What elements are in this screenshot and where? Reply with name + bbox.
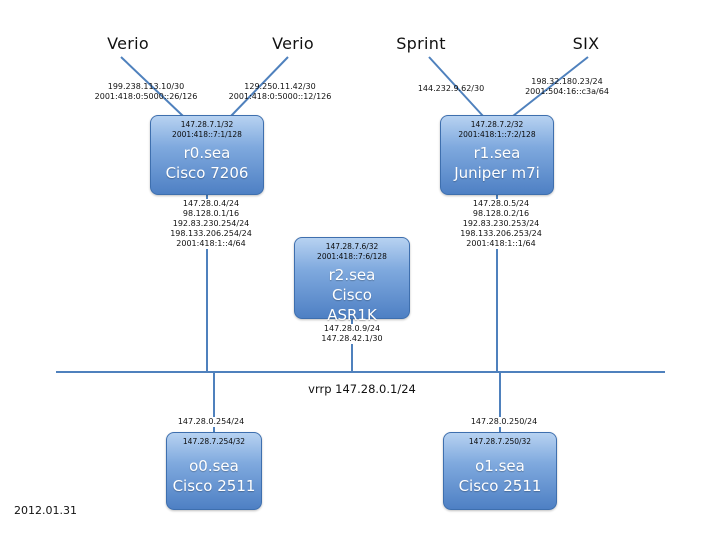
router-model-o1: Cisco 2511 [458,476,542,495]
uplink-ips-six: 198.32.180.23/24 2001:504:16::c3a/64 [525,77,609,96]
uplink-ips-verio-2: 129.250.11.42/30 2001:418:0:5000::12/126 [228,82,332,101]
isp-label-sprint: Sprint [396,34,446,53]
router-model-o0: Cisco 2511 [172,476,256,495]
router-name-o1: o1.sea [475,456,525,475]
isp-label-verio-1: Verio [107,34,149,53]
isp-label-verio-2: Verio [272,34,314,53]
uplink-ips-verio-1: 199.238.113.10/30 2001:418:0:5000::26/12… [94,82,198,101]
router-node-r0: 147.28.7.1/32 2001:418::7:1/128 r0.sea C… [150,115,264,195]
oob-uplink-ip-o1: 147.28.0.250/24 [468,417,540,427]
link-six-r1 [512,56,589,117]
router-loopbacks-o0: 147.28.7.254/32 [182,437,246,446]
router-model-r1: Juniper m7i [454,164,540,182]
router-interfaces-r1: 147.28.0.5/24 98.128.0.2/16 192.83.230.2… [458,199,544,249]
router-name-r1: r1.sea [473,144,521,162]
router-loopbacks-o1: 147.28.7.250/32 [468,437,532,446]
router-name-o0: o0.sea [189,456,239,475]
router-loopbacks-r0: 147.28.7.1/32 2001:418::7:1/128 [172,120,242,139]
router-model-r0: Cisco 7206 [165,164,249,182]
router-interfaces-r2: 147.28.0.9/24 147.28.42.1/30 [319,324,385,344]
router-name-r0: r0.sea [183,144,231,162]
router-interfaces-r0: 147.28.0.4/24 98.128.0.1/16 192.83.230.2… [168,199,254,249]
router-node-o0: 147.28.7.254/32 o0.sea Cisco 2511 [166,432,262,510]
router-node-o1: 147.28.7.250/32 o1.sea Cisco 2511 [443,432,557,510]
router-node-r2: 147.28.7.6/32 2001:418::7:6/128 r2.sea C… [294,237,410,324]
slide-date: 2012.01.31 [14,504,77,517]
oob-uplink-ip-o0: 147.28.0.254/24 [175,417,247,427]
vrrp-bus-label: vrrp 147.28.0.1/24 [308,382,416,396]
router-loopbacks-r1: 147.28.7.2/32 2001:418:1::7:2/128 [458,120,536,139]
router-name-r2: r2.sea [328,266,376,284]
isp-label-six: SIX [572,34,600,53]
uplink-ips-sprint: 144.232.9.62/30 [417,84,485,93]
link-verio2-r0 [230,56,289,117]
router-node-r1: 147.28.7.2/32 2001:418:1::7:2/128 r1.sea… [440,115,554,195]
router-loopbacks-r2: 147.28.7.6/32 2001:418::7:6/128 [317,242,387,261]
router-model-r2: Cisco ASR1K [327,286,377,324]
link-verio1-r0 [120,56,184,117]
link-sprint-r1 [428,56,484,117]
